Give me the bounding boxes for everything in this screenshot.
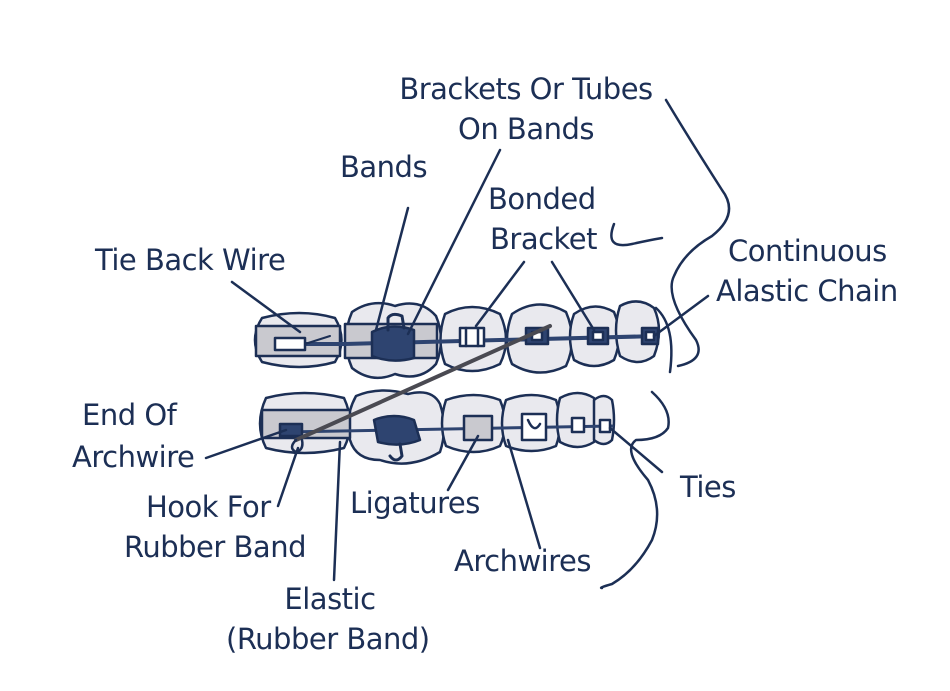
label-bonded: Bonded [488,182,596,216]
label-elastic: Elastic [284,582,376,616]
leader-archwires [506,438,542,550]
lower-archwire [284,424,614,434]
lower-bracket-1 [462,414,494,442]
label-continuous: Continuous [728,234,887,268]
label-hook-for: Hook For [146,490,271,524]
brace-bonded-hook [610,222,664,247]
upper-band-tube [370,325,416,362]
upper-incisor-edge [654,306,673,374]
leader-tie-back [230,280,302,334]
brace-lower-right [599,390,670,590]
leader-end-archwire [204,428,288,460]
leader-hook [276,446,300,508]
label-tie-back-wire: Tie Back Wire [95,243,286,277]
lower-bracket-3 [570,416,586,434]
leader-bonded-1 [474,260,526,328]
label-bracket: Bracket [490,222,598,256]
label-archwires: Archwires [454,544,591,578]
lower-end-tube [278,422,304,438]
leader-elastic [332,440,342,582]
tie-back-tube [273,336,307,352]
leader-brackets-tubes [406,148,502,336]
label-brackets-or-tubes: Brackets Or Tubes [399,72,653,106]
brace-upper-right [664,98,731,368]
label-ligatures: Ligatures [350,486,480,520]
label-ties: Ties [680,470,736,504]
leader-bands [374,206,410,332]
lower-bracket-4 [598,418,612,434]
label-end-of: End Of [82,398,177,432]
leader-ties [608,426,664,474]
leader-bonded-2 [550,260,596,332]
label-rubber-band-paren: (Rubber Band) [226,622,430,656]
upper-bracket-1 [458,326,486,348]
label-alastic-chain: Alastic Chain [716,274,898,308]
lower-band-tube [372,414,422,446]
upper-incisor [614,300,661,364]
elastic-rubber-band [294,324,552,442]
label-rubber-band: Rubber Band [124,530,306,564]
leader-ligatures [446,434,480,492]
label-bands: Bands [340,150,428,184]
label-on-bands: On Bands [458,112,595,146]
label-archwire: Archwire [72,440,195,474]
